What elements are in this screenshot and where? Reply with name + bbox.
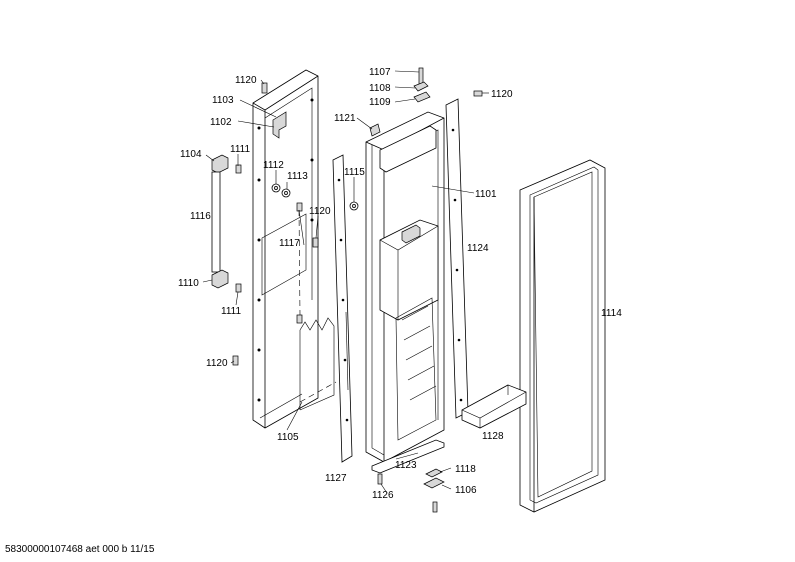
- part-label-1126: 1126: [372, 490, 394, 501]
- part-label-1128: 1128: [482, 431, 504, 442]
- door-liner-1101: [365, 111, 445, 463]
- part-label-1124: 1124: [467, 243, 489, 254]
- drawing-reference-code: 58300000107468 aet 000 b 11/15: [5, 544, 155, 555]
- part-label-1102: 1102: [210, 117, 232, 128]
- strip-1127: [332, 154, 353, 463]
- part-label-1101: 1101: [475, 189, 497, 200]
- part-label-1118: 1118: [455, 464, 476, 475]
- part-label-1106: 1106: [455, 485, 477, 496]
- part-label-1120-a: 1120: [235, 75, 257, 86]
- hinge-block-1110: [211, 269, 229, 289]
- part-label-1105: 1105: [277, 432, 299, 443]
- leader-lines: [202, 70, 489, 494]
- part-label-1123: 1123: [395, 460, 417, 471]
- bottom-parts: [371, 439, 445, 513]
- part-label-1111-a: 1111: [230, 144, 250, 155]
- part-label-1121: 1121: [334, 113, 356, 124]
- part-label-1107: 1107: [369, 67, 391, 78]
- tube-1116: [211, 171, 221, 273]
- part-label-1120-b: 1120: [309, 206, 331, 217]
- back-panel-frame: [252, 69, 319, 429]
- door-shelf-1128: [461, 384, 527, 429]
- part-label-1103: 1103: [212, 95, 234, 106]
- part-label-1120-d: 1120: [491, 89, 513, 100]
- hinge-block-1104: [211, 154, 229, 174]
- part-label-1112: 1112: [263, 160, 284, 171]
- inner-sheet: [261, 213, 337, 411]
- screws-left: [232, 82, 359, 366]
- strip-1124: [445, 90, 483, 419]
- part-label-1117: 1117: [279, 238, 300, 249]
- door-gasket-1114: [519, 159, 606, 513]
- part-label-1116: 1116: [190, 211, 211, 222]
- part-label-1127: 1127: [325, 473, 347, 484]
- part-label-1104: 1104: [180, 149, 202, 160]
- part-label-1120-c: 1120: [206, 358, 228, 369]
- part-labels: 1120 1103 1102 1104 1111 1112 1113 1116 …: [178, 67, 622, 501]
- part-label-1108: 1108: [369, 83, 391, 94]
- bracket-part: [272, 111, 287, 139]
- part-label-1109: 1109: [369, 97, 391, 108]
- part-label-1111-b: 1111: [221, 306, 241, 317]
- part-label-1115: 1115: [344, 167, 365, 178]
- part-label-1114: 1114: [601, 308, 622, 319]
- part-label-1113: 1113: [287, 171, 308, 182]
- part-label-1110: 1110: [178, 278, 199, 289]
- hinge-top-parts: [413, 67, 431, 103]
